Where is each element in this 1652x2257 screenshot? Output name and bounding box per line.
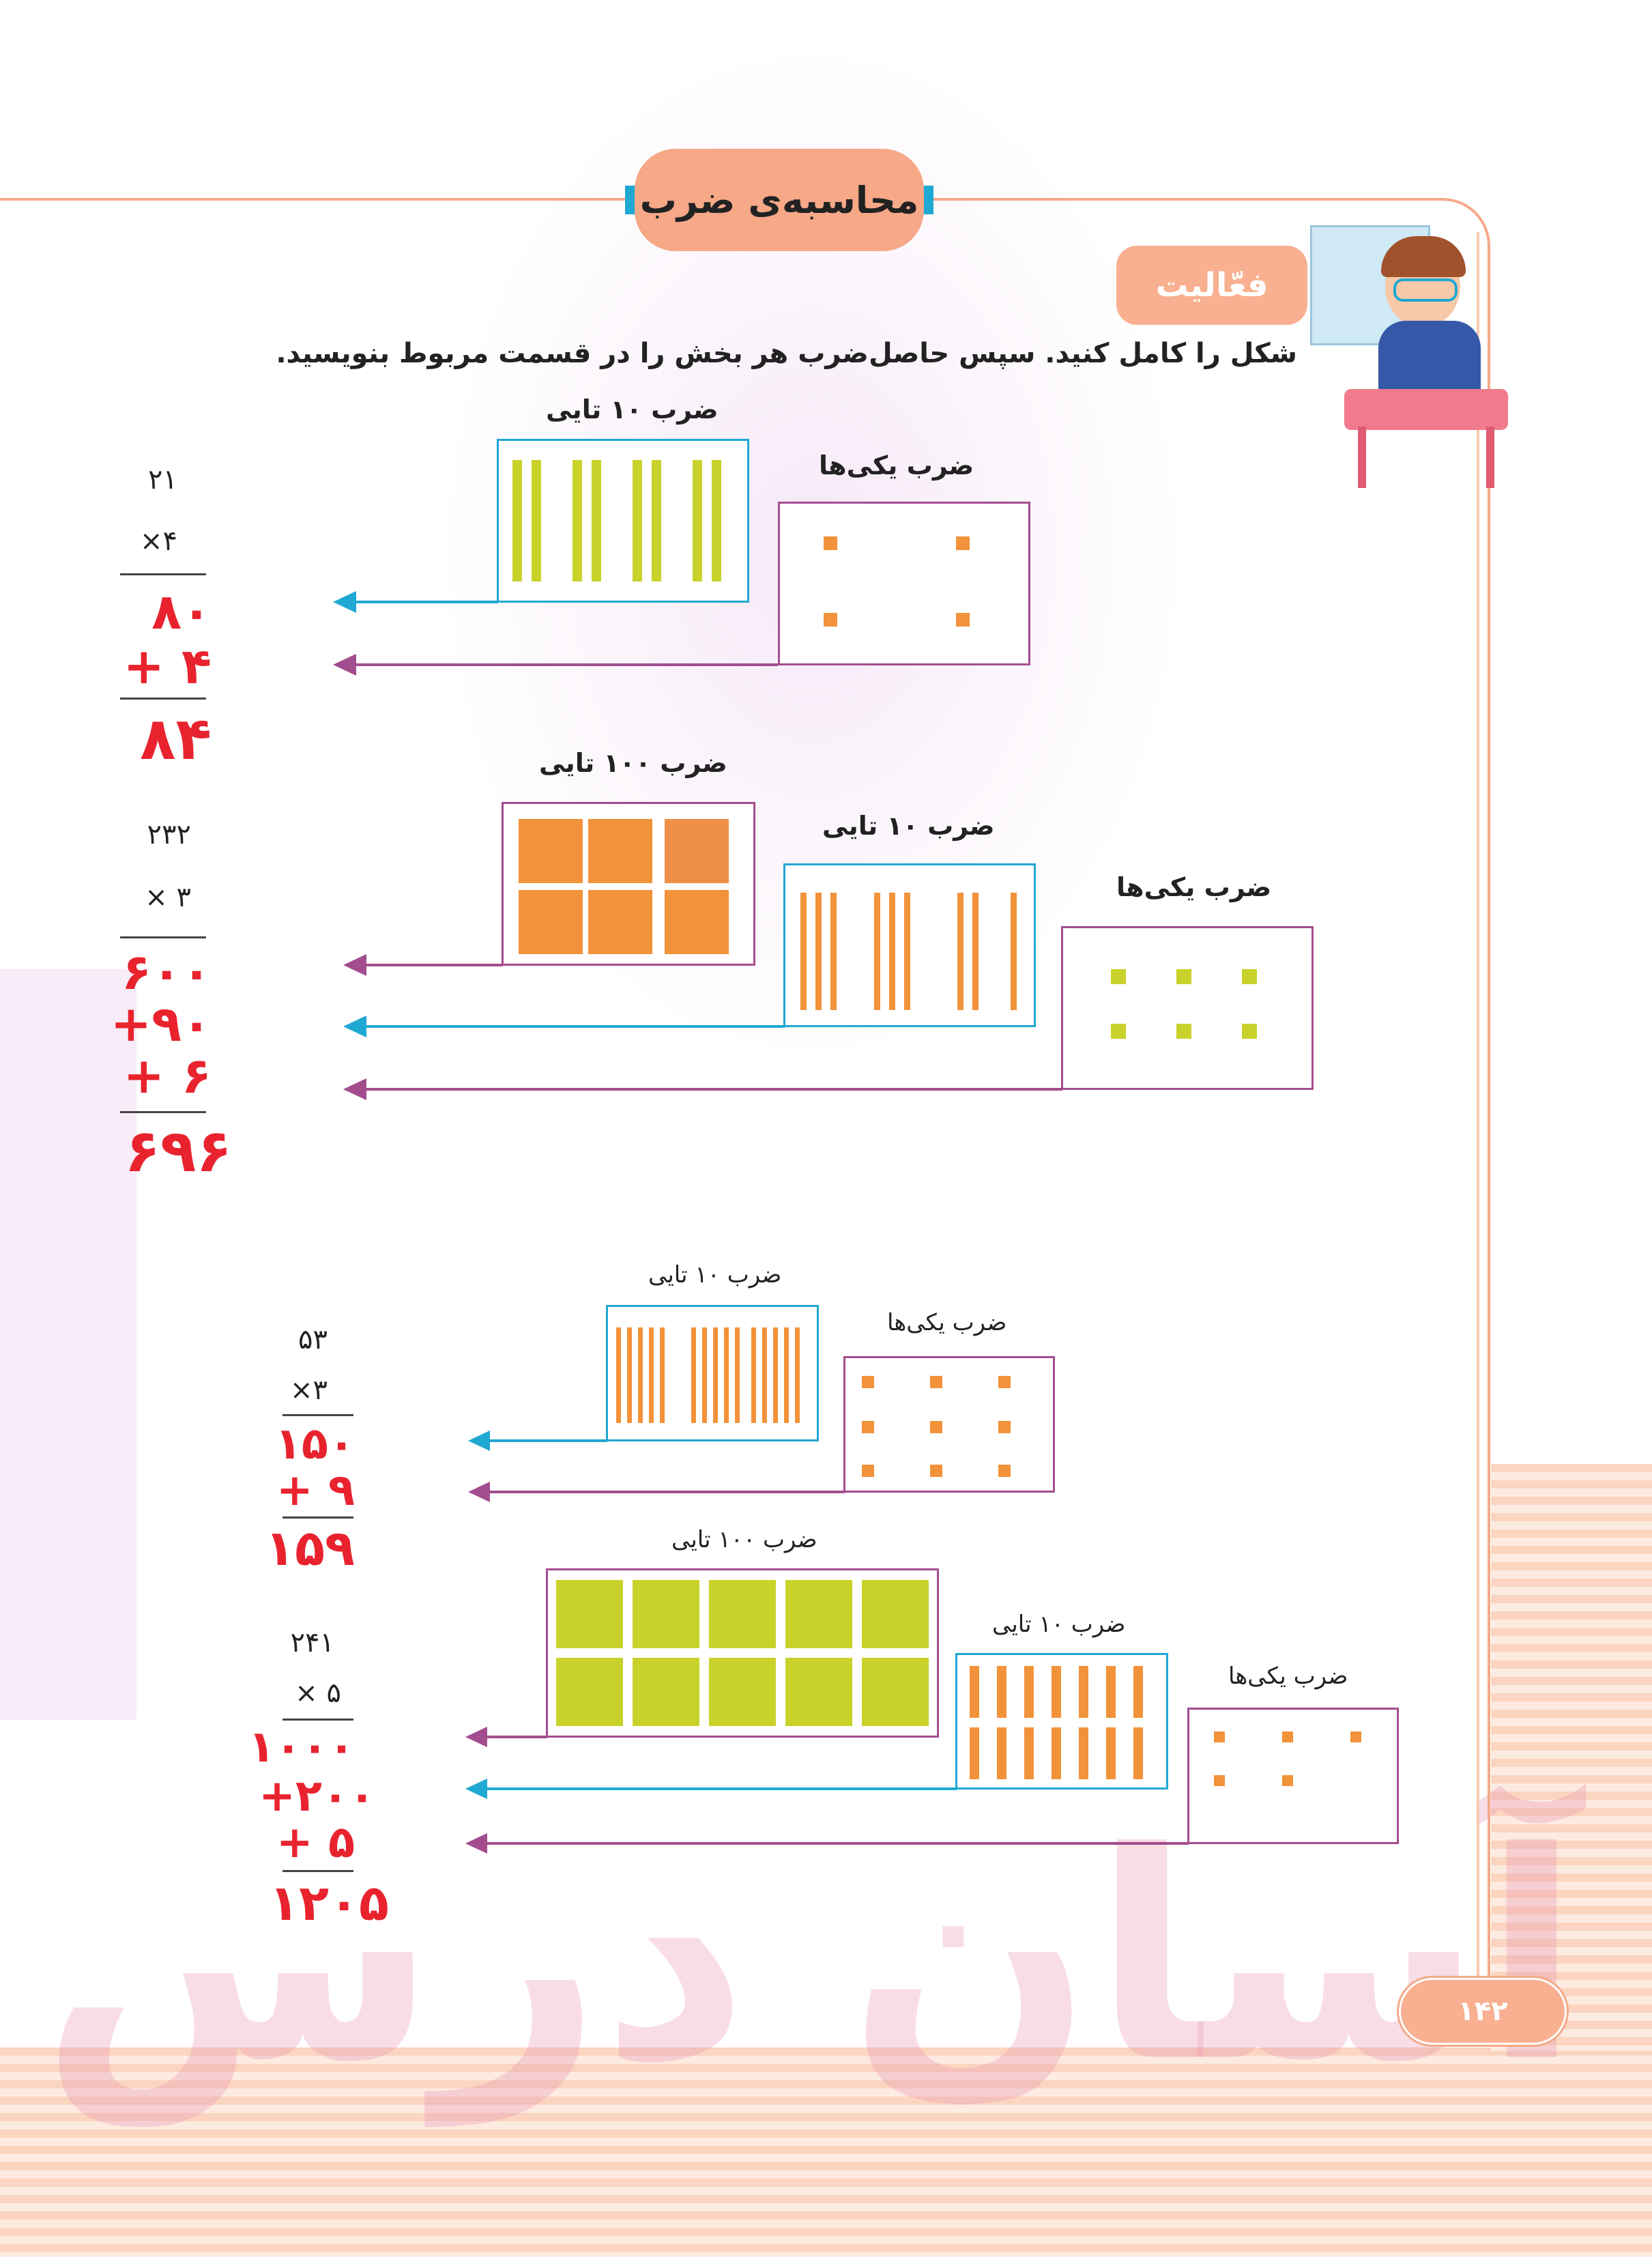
p3-tens-label: ضرب ۱۰ تایی (648, 1261, 782, 1289)
p2-line2 (120, 1111, 206, 1113)
p2-ones-arrowhead (343, 1078, 366, 1100)
hair (1381, 236, 1466, 277)
p1-ones-label: ضرب یکی‌ها (819, 450, 974, 480)
p4-line2 (282, 1870, 353, 1872)
p3-tens-arrowhead (468, 1431, 490, 1451)
p2-tens-arrowhead (343, 1016, 366, 1037)
p3-tens-box (606, 1305, 819, 1441)
p4-tens-box (955, 1653, 1168, 1789)
p4-hundreds-arrow (486, 1736, 547, 1738)
p2-ones-label: ضرب یکی‌ها (1116, 872, 1272, 902)
p1-multiplicand: ۲۱ (148, 464, 177, 495)
right-stripes (1491, 1464, 1652, 2051)
page-number: ۱۴۲ (1399, 1978, 1567, 2045)
p1-tens-label: ضرب ۱۰ تایی (546, 394, 719, 425)
p4-tens-arrow (486, 1787, 957, 1790)
p4-partial-1: ۱۰۰۰ (248, 1722, 355, 1772)
p3-multiplier: ×۳ (290, 1375, 328, 1406)
bottom-stripes (0, 2047, 1652, 2257)
p4-multiplicand: ۲۴۱ (290, 1627, 334, 1658)
p4-line1 (282, 1719, 353, 1721)
p1-tens-box (497, 439, 749, 603)
p3-ones-box (843, 1356, 1055, 1493)
p1-ones-box (778, 502, 1030, 665)
p1-multiplier: ×۴ (140, 526, 177, 557)
title-tab-left (625, 186, 636, 214)
p4-hundreds-label: ضرب ۱۰۰ تایی (671, 1526, 817, 1553)
desk-leg-right (1486, 427, 1494, 488)
p4-partial-3: + ۵ (276, 1817, 355, 1868)
page-frame (1365, 198, 1490, 2043)
p1-line1 (120, 573, 206, 575)
p1-tens-arrowhead (333, 591, 356, 613)
p1-tens-arrow (355, 601, 498, 603)
p1-partial-2: + ۴ (123, 637, 212, 695)
p1-ones-arrow (355, 663, 778, 666)
p1-ones-arrowhead (333, 654, 356, 676)
p2-tens-arrow (365, 1025, 785, 1028)
p1-partial-1: ۸۰ (151, 583, 212, 640)
p2-tens-box (783, 863, 1036, 1027)
p2-tens-label: ضرب ۱۰ تایی (822, 811, 995, 841)
p3-partial-1: ۱۵۰ (274, 1419, 355, 1469)
p4-partial-2: +۲۰۰ (259, 1771, 375, 1822)
p2-multiplier: × ۳ (145, 882, 191, 913)
p2-ones-box (1061, 926, 1314, 1090)
p4-ones-box (1187, 1708, 1399, 1844)
p3-ones-arrow (489, 1491, 845, 1493)
p4-ones-label: ضرب یکی‌ها (1228, 1663, 1348, 1690)
p4-ones-arrowhead (465, 1833, 487, 1854)
desk (1344, 389, 1508, 430)
p4-tens-label: ضرب ۱۰ تایی (992, 1611, 1126, 1638)
p4-ones-arrow (486, 1842, 1189, 1845)
watermark-text: آسان درس (41, 1792, 1581, 2125)
title-tab-right (923, 186, 933, 214)
p2-line1 (120, 936, 206, 938)
p2-partial-1: ۶۰۰ (121, 943, 212, 1001)
frame-right-inner (1477, 232, 1479, 2041)
p3-line2 (282, 1516, 353, 1519)
p2-result: ۶۹۶ (124, 1117, 232, 1185)
p3-tens-arrow (489, 1439, 607, 1442)
p2-partial-3: + ۶ (123, 1047, 212, 1104)
p2-hundreds-arrow (365, 964, 503, 966)
p4-hundreds-box (546, 1568, 939, 1738)
p4-multiplier: × ۵ (295, 1678, 341, 1709)
p2-hundreds-label: ضرب ۱۰۰ تایی (539, 748, 727, 778)
page-title: محاسبه‌ی ضرب (635, 149, 924, 251)
watermark-left-bar (0, 969, 136, 1720)
p3-result: ۱۵۹ (265, 1519, 355, 1577)
p2-hundreds-arrowhead (343, 954, 366, 976)
p4-result: ۱۲۰۵ (269, 1874, 389, 1931)
p3-ones-arrowhead (468, 1482, 490, 1502)
activity-badge: فعّالیت (1116, 246, 1307, 325)
p4-tens-arrowhead (465, 1779, 487, 1799)
glasses-icon (1393, 278, 1458, 302)
desk-leg-left (1358, 427, 1366, 488)
p2-hundreds-box (502, 802, 755, 966)
p1-result: ۸۴ (140, 705, 212, 773)
p2-partial-2: +۹۰ (110, 995, 212, 1052)
p3-partial-2: + ۹ (276, 1465, 355, 1516)
p1-line2 (120, 698, 206, 700)
p3-ones-label: ضرب یکی‌ها (887, 1309, 1007, 1336)
p2-multiplicand: ۲۳۲ (147, 819, 191, 850)
p3-line1 (282, 1414, 353, 1416)
p3-multiplicand: ۵۳ (298, 1324, 328, 1355)
student-illustration (1303, 218, 1522, 491)
activity-instruction: شکل را کامل کنید. سپس حاصل‌ضرب هر بخش را… (276, 338, 1297, 369)
p2-ones-arrow (365, 1088, 1062, 1091)
p4-hundreds-arrowhead (465, 1727, 487, 1747)
